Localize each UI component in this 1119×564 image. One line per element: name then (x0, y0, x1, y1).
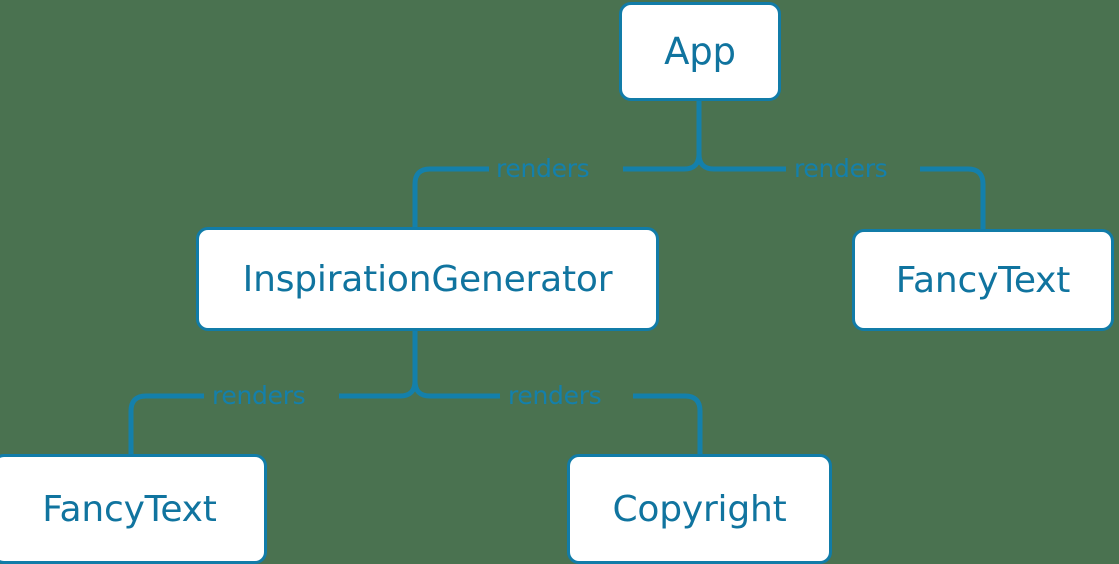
node-inspiration-generator-label: InspirationGenerator (242, 258, 613, 300)
node-fancytext-right-label: FancyText (895, 259, 1071, 301)
edge-label-app-to-inspiration-generator: renders (496, 154, 590, 183)
node-fancytext-right[interactable]: FancyText (852, 229, 1114, 331)
edge-inspiration-to-copyright (412, 380, 703, 455)
edge-label-app-to-fancytext-right: renders (794, 154, 888, 183)
edge-label-inspiration-generator-to-fancytext-left: renders (212, 381, 306, 410)
node-fancytext-left-label: FancyText (42, 488, 217, 530)
node-copyright-label: Copyright (612, 488, 787, 530)
edge-label-inspiration-generator-to-copyright: renders (508, 381, 602, 410)
edge-app-to-fancytext-right (696, 153, 986, 229)
node-app[interactable]: App (619, 2, 781, 101)
node-app-label: App (664, 30, 736, 73)
node-copyright[interactable]: Copyright (567, 454, 832, 564)
node-inspiration-generator[interactable]: InspirationGenerator (196, 227, 659, 331)
node-fancytext-left[interactable]: FancyText (0, 454, 267, 564)
